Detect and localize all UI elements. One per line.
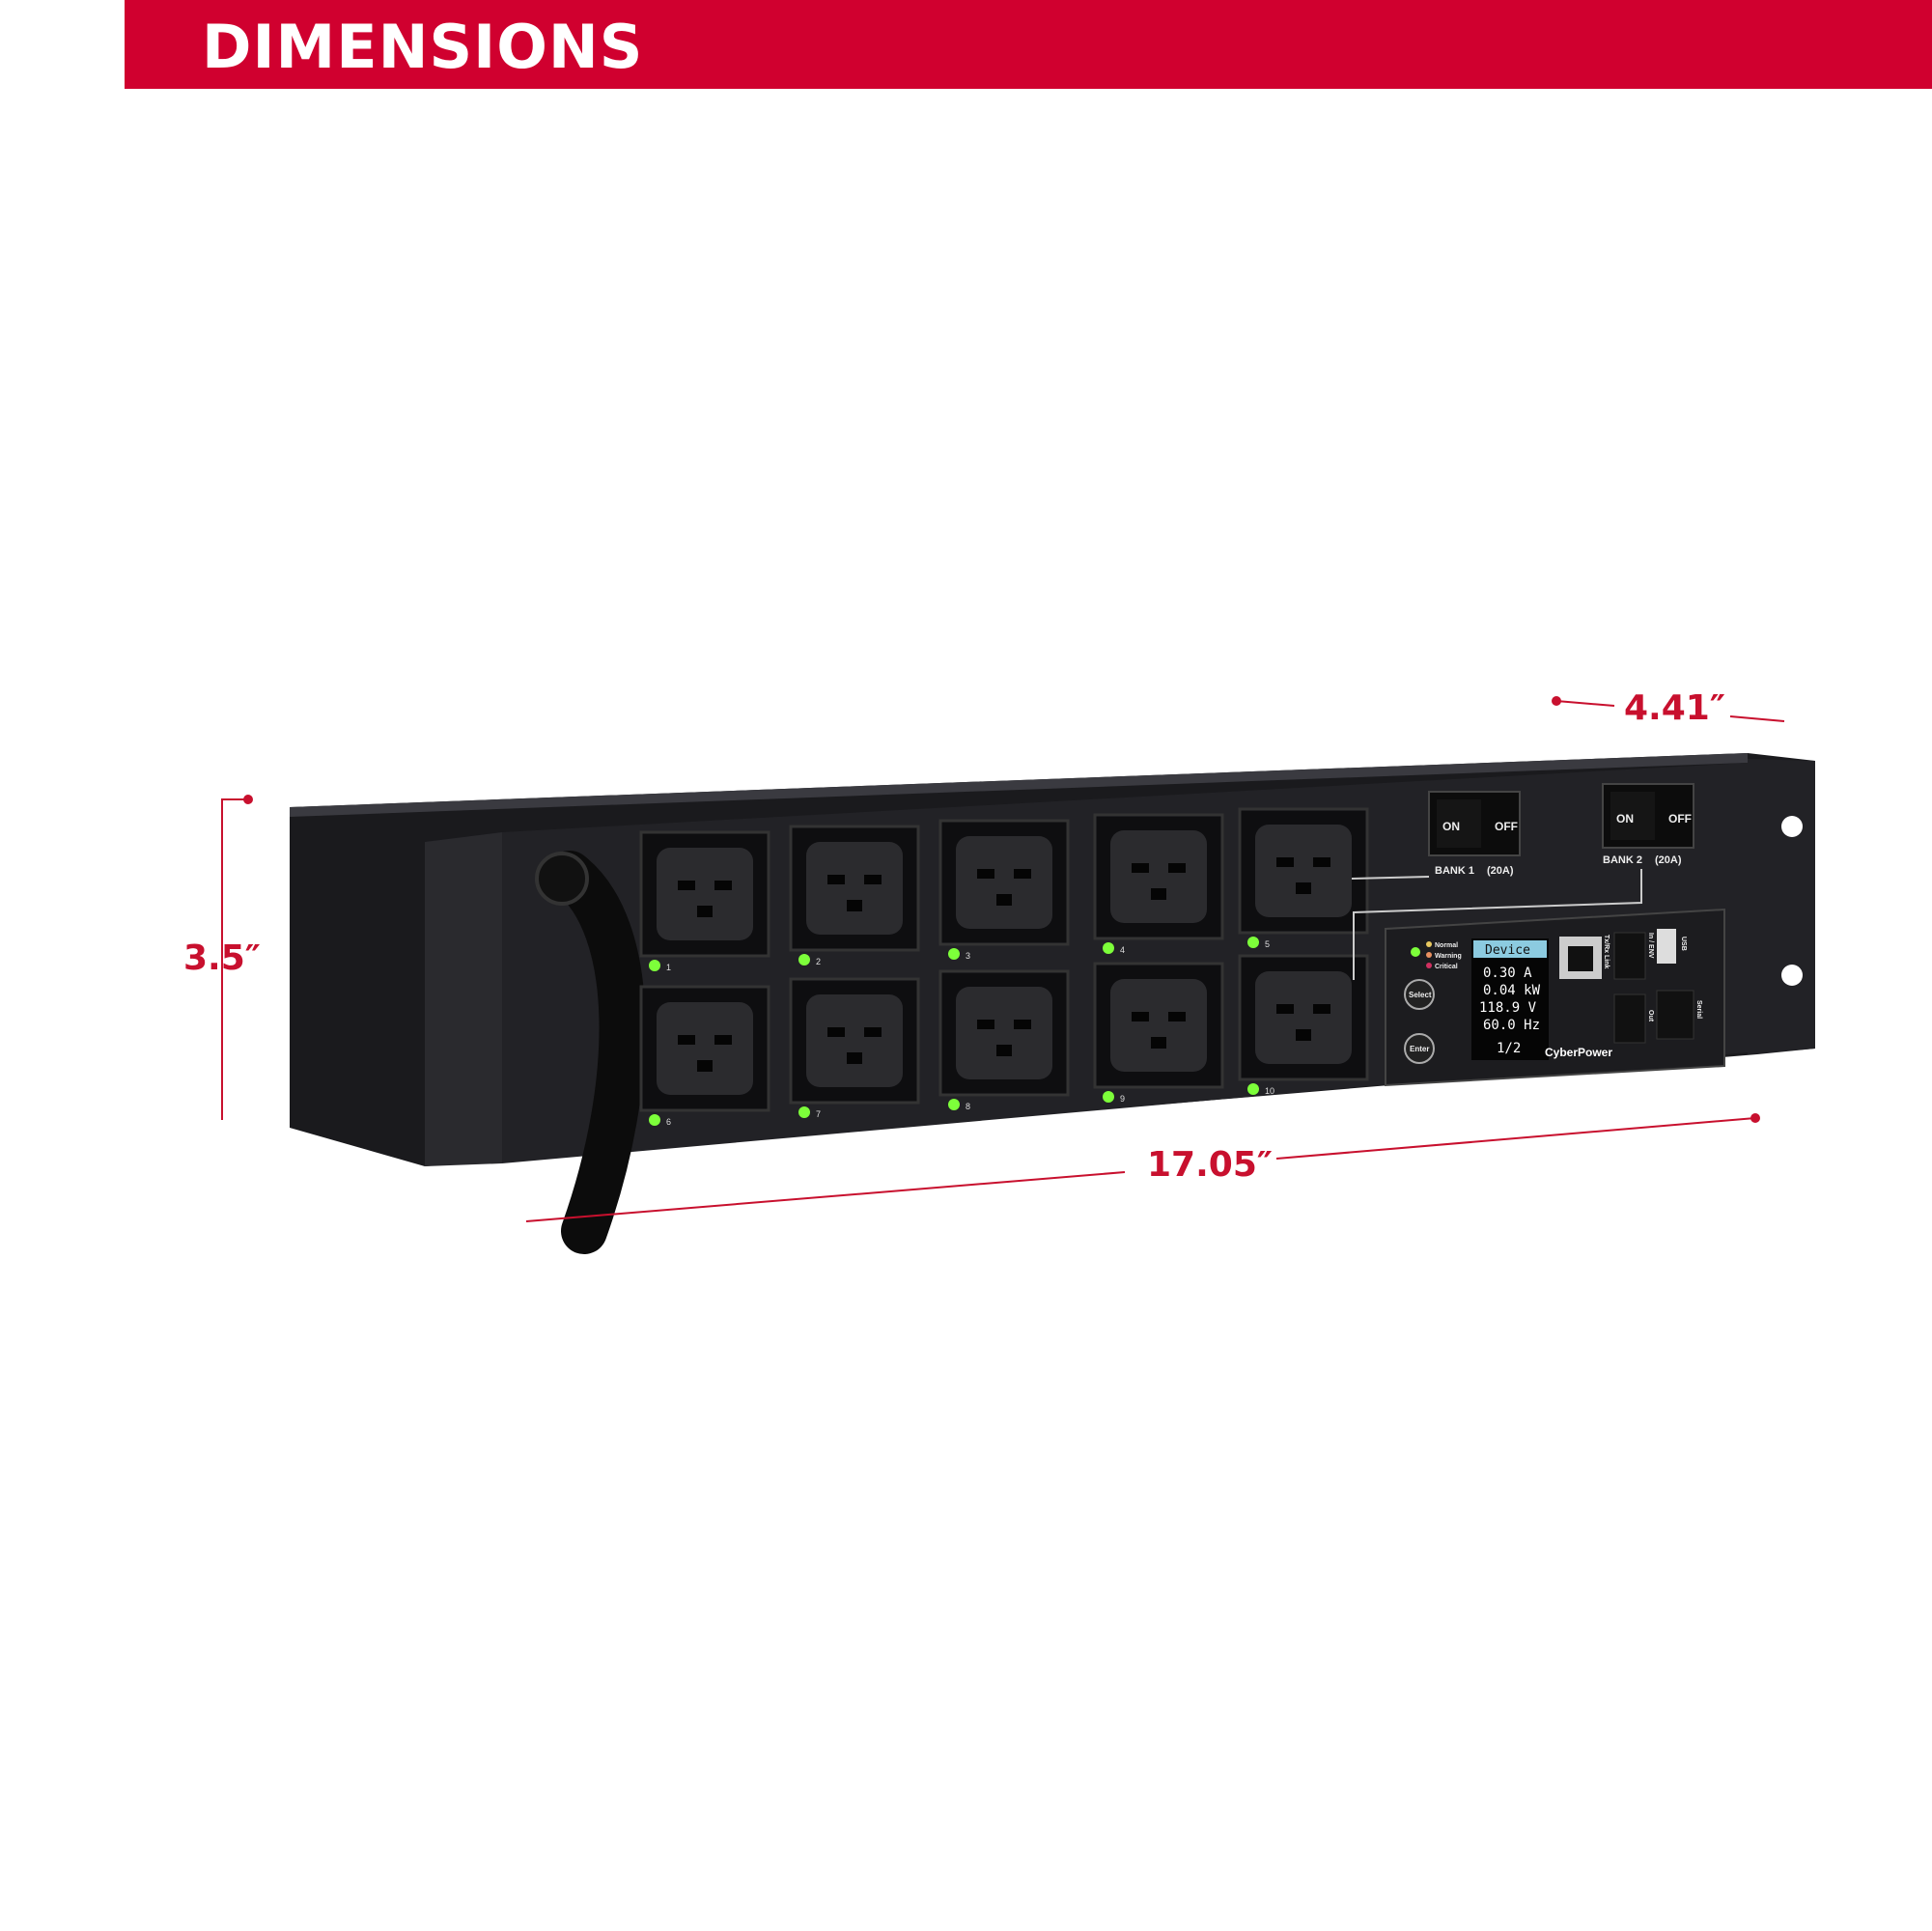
outlet-led	[1247, 1083, 1259, 1095]
svg-text:0.30 A: 0.30 A	[1483, 966, 1532, 981]
outlet-led	[798, 1106, 810, 1118]
height-dimension: 3.5″	[183, 795, 261, 1120]
outlet-3[interactable]: 3	[938, 819, 1070, 961]
page-title: DIMENSIONS	[202, 12, 644, 82]
svg-text:Out: Out	[1647, 1010, 1654, 1022]
svg-text:Device: Device	[1485, 943, 1530, 958]
outlet-led	[1103, 942, 1114, 954]
outlet-number: 3	[966, 951, 970, 961]
svg-text:Critical: Critical	[1435, 964, 1458, 970]
outlet-led	[948, 1099, 960, 1110]
outlet-number: 1	[666, 963, 671, 972]
svg-text:118.9 V: 118.9 V	[1479, 1000, 1537, 1016]
outlet-number: 7	[816, 1109, 821, 1119]
outlet-led	[798, 954, 810, 966]
depth-dimension: 4.41″	[1552, 688, 1785, 728]
outlet-number: 6	[666, 1117, 671, 1127]
breaker-bank-2[interactable]: ON OFF BANK 2 (20A)	[1602, 783, 1694, 866]
outlet-5[interactable]: 5	[1238, 807, 1369, 949]
svg-text:Select: Select	[1409, 991, 1432, 999]
outlet-led	[1103, 1091, 1114, 1103]
outlet-1[interactable]: 1	[639, 830, 770, 972]
svg-text:60.0 Hz: 60.0 Hz	[1483, 1018, 1540, 1033]
svg-text:Warning: Warning	[1435, 953, 1462, 960]
svg-text:ON: ON	[1616, 812, 1634, 826]
outlet-number: 2	[816, 957, 821, 966]
svg-text:Enter: Enter	[1410, 1045, 1429, 1053]
svg-text:(20A): (20A)	[1487, 865, 1514, 877]
usb-port[interactable]	[1657, 929, 1676, 964]
outlet-led	[1247, 937, 1259, 948]
svg-text:0.04 kW: 0.04 kW	[1483, 983, 1541, 998]
outlet-led	[948, 948, 960, 960]
svg-text:1/2: 1/2	[1497, 1041, 1521, 1056]
outlet-8[interactable]: 8	[938, 969, 1070, 1111]
outlet-led	[649, 1114, 660, 1126]
outlet-10[interactable]: 10	[1238, 954, 1369, 1096]
bank-1-label: BANK 1	[1435, 865, 1474, 877]
outlet-number: 8	[966, 1102, 970, 1111]
svg-text:Serial: Serial	[1695, 1000, 1702, 1019]
outlet-4[interactable]: 4	[1093, 813, 1224, 955]
env-out-port[interactable]	[1613, 993, 1646, 1044]
width-label: 17.05″	[1147, 1145, 1273, 1185]
outlet-2[interactable]: 2	[789, 825, 920, 966]
height-label: 3.5″	[183, 938, 261, 978]
svg-text:(20A): (20A)	[1655, 854, 1682, 866]
breaker-bank-1[interactable]: ON OFF BANK 1 (20A)	[1428, 791, 1521, 877]
outlet-grid: 1 2 3 4 5 6	[639, 807, 1369, 1127]
svg-text:ON: ON	[1442, 820, 1460, 833]
outlet-7[interactable]: 7	[789, 977, 920, 1119]
outlet-6[interactable]: 6	[639, 985, 770, 1127]
svg-text:Tx/Rx Link: Tx/Rx Link	[1603, 935, 1610, 969]
svg-text:OFF: OFF	[1668, 812, 1692, 826]
bank-2-label: BANK 2	[1603, 854, 1642, 866]
header-banner: DIMENSIONS	[125, 0, 1932, 89]
select-button[interactable]: Select	[1404, 979, 1435, 1010]
outlet-9[interactable]: 9	[1093, 962, 1224, 1104]
outlet-number: 9	[1120, 1094, 1125, 1104]
serial-port[interactable]	[1656, 990, 1694, 1040]
outlet-number: 4	[1120, 945, 1125, 955]
env-in-port[interactable]	[1613, 932, 1646, 980]
outlet-number: 5	[1265, 939, 1270, 949]
enter-button[interactable]: Enter	[1404, 1033, 1435, 1064]
outlet-led	[649, 960, 660, 971]
lcd-screen: Device 0.30 A 0.04 kW 118.9 V 60.0 Hz 1/…	[1471, 938, 1549, 1060]
svg-text:Normal: Normal	[1435, 942, 1458, 949]
control-panel: Normal Warning Critical Select Enter Dev…	[1385, 908, 1725, 1087]
svg-text:USB: USB	[1680, 937, 1687, 951]
svg-text:OFF: OFF	[1495, 820, 1518, 833]
width-dimension: 17.05″	[525, 1113, 1760, 1222]
outlet-number: 10	[1265, 1086, 1274, 1096]
svg-text:In / ENV: In / ENV	[1647, 933, 1654, 959]
depth-label: 4.41″	[1624, 688, 1725, 728]
brand-logo: CyberPower	[1545, 1046, 1612, 1059]
